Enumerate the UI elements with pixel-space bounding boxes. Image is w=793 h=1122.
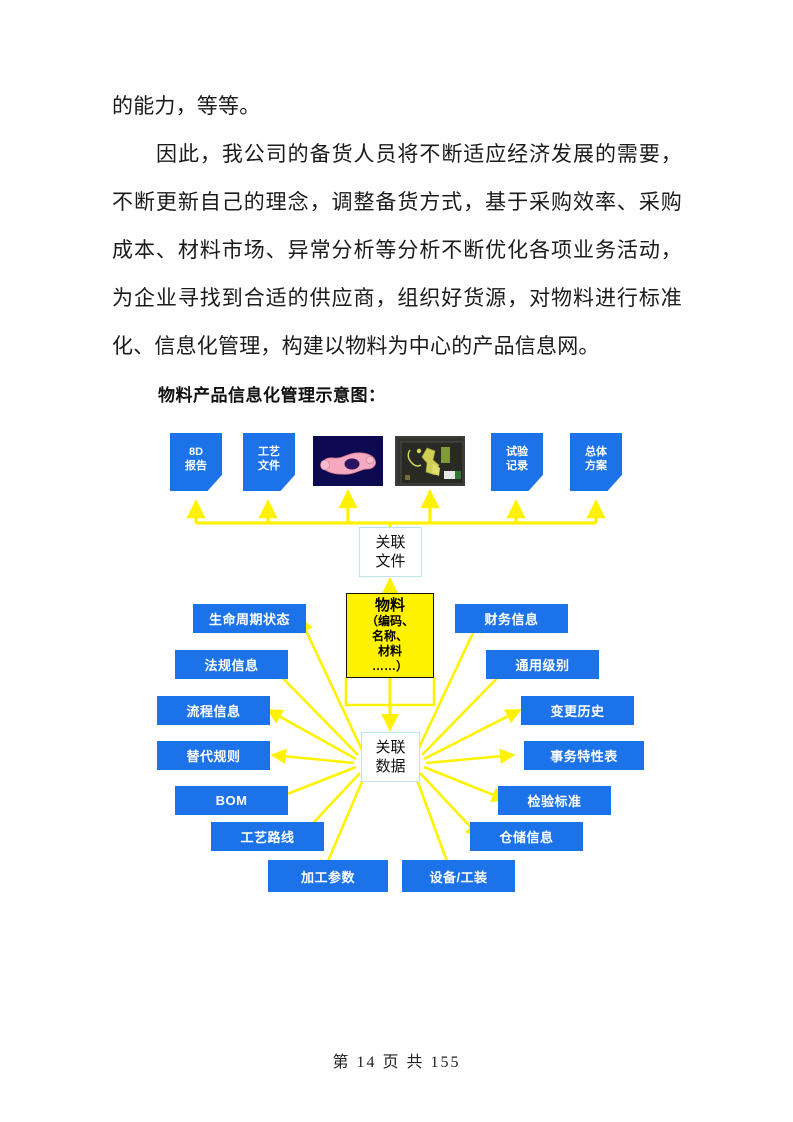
page-fold-icon xyxy=(528,474,543,491)
node-detail: （编码、 名称、 材料 ……） xyxy=(365,613,414,673)
diagram-node-process-doc[interactable]: 工艺 文件 xyxy=(243,433,295,491)
diagram-node-lifecycle-state[interactable]: 生命周期状态 xyxy=(193,604,306,633)
node-label: 通用级别 xyxy=(515,658,570,673)
paragraph: 因此，我公司的备货人员将不断适应经济发展的需要，不断更新自己的理念，调整备货方式… xyxy=(112,142,682,358)
node-label: 工艺 文件 xyxy=(258,446,280,472)
diagram-node-general-level[interactable]: 通用级别 xyxy=(486,650,599,679)
cad-drawing-icon xyxy=(397,438,463,484)
node-label: 仓储信息 xyxy=(499,830,554,845)
diagram-node-finance-info[interactable]: 财务信息 xyxy=(455,604,568,633)
diagram-node-change-history[interactable]: 变更历史 xyxy=(521,696,634,725)
node-label: 总体 方案 xyxy=(585,446,607,472)
node-label: 生命周期状态 xyxy=(208,612,290,627)
node-label: 设备/工装 xyxy=(429,869,488,885)
diagram-node-warehouse-info[interactable]: 仓储信息 xyxy=(470,822,583,851)
diagram-node-cad-drawing-thumbnail[interactable] xyxy=(395,436,465,486)
page-fold-icon xyxy=(207,474,222,491)
diagram-node-test-record[interactable]: 试验 记录 xyxy=(491,433,543,491)
diagram-node-8d-report[interactable]: 8D 报告 xyxy=(170,433,222,491)
diagram-node-equipment-tooling[interactable]: 设备/工装 xyxy=(402,860,515,892)
node-label: 变更历史 xyxy=(550,704,605,719)
diagram-node-machining-params[interactable]: 加工参数 xyxy=(268,860,388,892)
node-label: 检验标准 xyxy=(527,794,582,809)
diagram-node-substitute-rule[interactable]: 替代规则 xyxy=(157,741,270,770)
node-label: 事务特性表 xyxy=(550,749,618,764)
node-label: 关联 文件 xyxy=(375,534,406,570)
node-label: 试验 记录 xyxy=(506,446,528,472)
node-label: 工艺路线 xyxy=(240,830,295,845)
node-label: 替代规则 xyxy=(186,749,241,764)
figure-caption: 物料产品信息化管理示意图： xyxy=(158,386,386,405)
diagram-node-transaction-table[interactable]: 事务特性表 xyxy=(524,741,644,770)
paragraph: 的能力，等等。 xyxy=(112,94,261,118)
node-label: 法规信息 xyxy=(204,658,259,673)
node-label: 8D 报告 xyxy=(185,446,207,472)
diagram-node-overall-plan[interactable]: 总体 方案 xyxy=(570,433,622,491)
diagram-node-regulation-info[interactable]: 法规信息 xyxy=(175,650,288,679)
node-label: BOM xyxy=(215,793,248,808)
page-fold-icon xyxy=(607,474,622,491)
diagram-node-process-route[interactable]: 工艺路线 xyxy=(211,822,324,851)
node-title: 物料 xyxy=(374,596,405,614)
diagram-node-inspection-standard[interactable]: 检验标准 xyxy=(498,786,611,815)
node-label: 加工参数 xyxy=(300,869,355,885)
node-label: 流程信息 xyxy=(186,704,241,719)
diagram-node-model-3d-thumbnail[interactable] xyxy=(313,436,383,486)
diagram-node-bom[interactable]: BOM xyxy=(175,786,288,815)
diagram-node-material[interactable]: 物料 （编码、 名称、 材料 ……） xyxy=(346,593,434,678)
node-label: 关联 数据 xyxy=(375,739,406,775)
document-text-body: 的能力，等等。 因此，我公司的备货人员将不断适应经济发展的需要，不断更新自己的理… xyxy=(112,82,682,370)
node-label: 财务信息 xyxy=(484,612,539,627)
diagram-node-process-info[interactable]: 流程信息 xyxy=(157,696,270,725)
3d-model-icon xyxy=(313,436,383,486)
page-fold-icon xyxy=(280,474,295,491)
page-footer: 第 14 页 共 155 xyxy=(332,1054,461,1071)
material-information-diagram: 8D 报告 工艺 文件 试验 记录 xyxy=(0,405,793,915)
diagram-node-related-documents[interactable]: 关联 文件 xyxy=(359,527,422,577)
diagram-node-related-data[interactable]: 关联 数据 xyxy=(361,732,420,782)
